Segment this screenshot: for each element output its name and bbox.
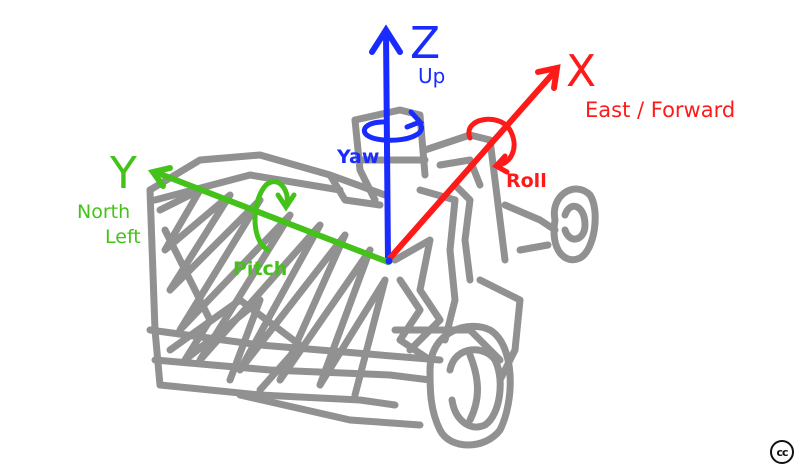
yaw-rotation-arrow [361, 109, 425, 143]
roll-rotation-arrow [466, 116, 517, 175]
y-axis-direction-left: Left [105, 226, 141, 248]
x-axis [387, 64, 561, 261]
cc-badge-text: cc [776, 445, 788, 459]
x-axis-letter: X [566, 46, 597, 97]
pitch-label: Pitch [233, 258, 288, 280]
y-axis-direction-north: North [77, 201, 131, 223]
yaw-label: Yaw [337, 146, 380, 168]
z-axis [369, 24, 403, 265]
pitch-rotation-arrow [252, 179, 297, 253]
origin-point [385, 257, 393, 265]
y-axis [147, 165, 391, 265]
roll-label: Roll [506, 170, 547, 192]
x-axis-direction: East / Forward [585, 98, 736, 122]
creative-commons-icon: cc [770, 440, 794, 464]
z-axis-direction: Up [418, 64, 446, 88]
y-axis-letter: Y [110, 148, 137, 199]
z-axis-letter: Z [410, 18, 441, 69]
vehicle-sketch [146, 106, 599, 449]
